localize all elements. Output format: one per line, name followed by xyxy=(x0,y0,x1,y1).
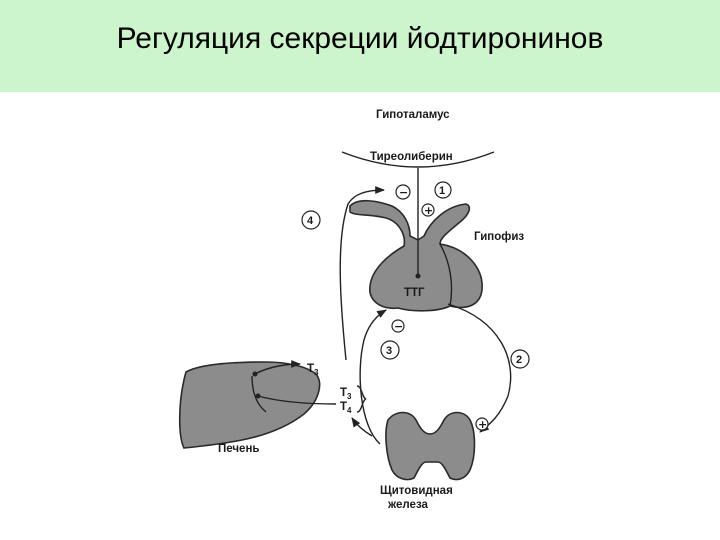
plus-2-sign: + xyxy=(478,418,487,431)
plus-2-circle xyxy=(475,417,489,431)
liver xyxy=(178,361,321,449)
t3-t4-brace xyxy=(356,385,367,413)
tsh-arrow-2 xyxy=(447,303,512,433)
t3-label: T3 xyxy=(340,387,352,401)
plus-1-circle xyxy=(421,203,435,217)
hypothalamus-label: Гипоталамус xyxy=(376,109,450,121)
feedback-arrow-4 xyxy=(339,186,385,361)
feedback-arrow-3 xyxy=(359,309,387,445)
step-2-circle xyxy=(510,349,530,369)
t4-label: T4 xyxy=(340,401,352,415)
thyroid-to-t3t4-arrow xyxy=(351,417,373,437)
hypothalamus-arc xyxy=(341,151,495,168)
minus-1-circle xyxy=(395,184,411,200)
trh-label: Тиреолиберин xyxy=(370,151,453,163)
liver-label: Печень xyxy=(218,443,259,455)
step-3-label: 3 xyxy=(386,345,392,357)
step-4-label: 4 xyxy=(307,215,314,227)
pituitary-gland xyxy=(349,199,483,312)
tsh-label: ТТГ xyxy=(404,287,425,299)
step-4-circle xyxy=(301,210,321,230)
slide-title: Регуляция секреции йодтиронинов xyxy=(116,22,604,55)
thyroid-label-line1: Щитовидная xyxy=(380,485,453,497)
step-1-label: 1 xyxy=(439,185,445,197)
minus-1-sign: − xyxy=(399,186,408,199)
step-1-circle xyxy=(434,181,452,199)
t3-left-label: T3 xyxy=(307,363,319,377)
thyroid-label-line2: железа xyxy=(387,499,429,511)
trh-dot xyxy=(415,273,421,279)
pituitary-label: Гипофиз xyxy=(474,231,524,243)
liver-t3-arrow xyxy=(254,360,301,375)
title-band xyxy=(0,0,720,92)
minus-3-circle xyxy=(391,319,405,333)
liver-t4-line xyxy=(257,395,337,405)
step-3-circle xyxy=(380,340,400,360)
plus-1-sign: + xyxy=(424,204,433,217)
step-2-label: 2 xyxy=(516,354,522,366)
thyroid-gland xyxy=(385,411,476,481)
minus-3-sign: − xyxy=(394,320,403,333)
